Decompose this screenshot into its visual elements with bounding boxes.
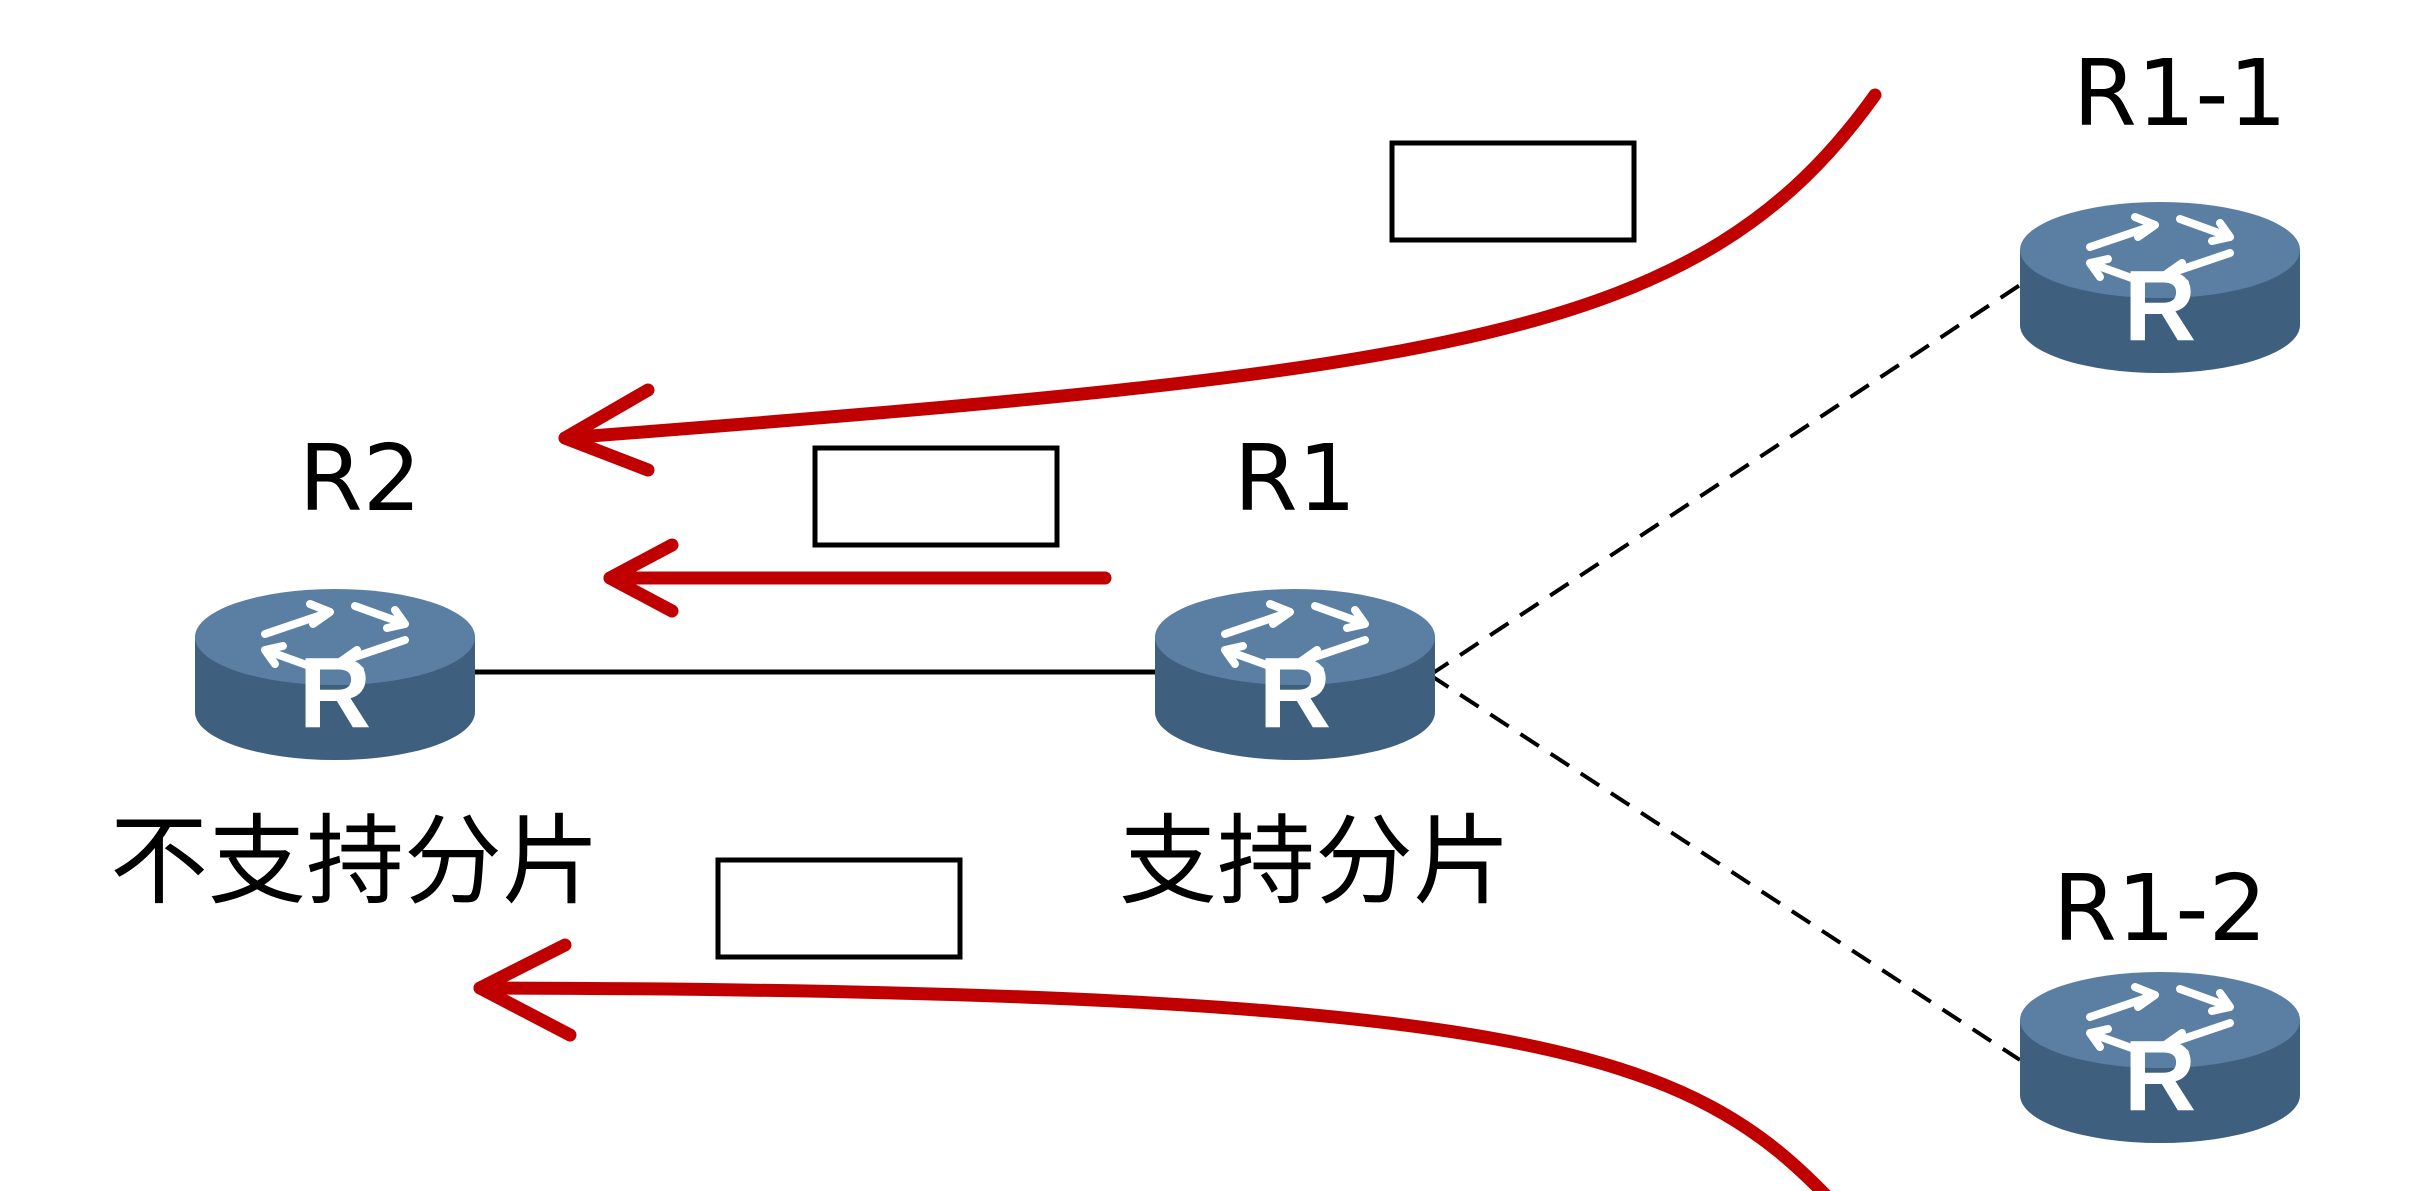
flow-label-box-bottom xyxy=(715,857,963,960)
r1-1-label: R1-1 xyxy=(2073,40,2287,147)
link-r1-r1-2 xyxy=(1428,673,2022,1062)
router-r2-icon xyxy=(195,589,475,760)
link-r1-r1-1 xyxy=(1428,283,2022,677)
router-r1-icon xyxy=(1155,589,1435,760)
r2-label: R2 xyxy=(299,425,421,532)
r1-label: R1 xyxy=(1234,425,1356,532)
r1-fragmentation-note: 支持分片 xyxy=(1119,805,1511,919)
r1-2-label: R1-2 xyxy=(2053,855,2267,962)
flow-arrow-bottom xyxy=(473,938,1831,1191)
r2-fragmentation-note: 不支持分片 xyxy=(110,805,600,919)
router-r1-2-icon xyxy=(2020,972,2300,1143)
flow-arrow-middle xyxy=(603,538,1112,618)
flow-arrow-top xyxy=(558,88,1882,477)
flow-label-box-middle xyxy=(812,445,1060,548)
flow-label-box-top xyxy=(1389,140,1637,243)
router-r1-1-icon xyxy=(2020,202,2300,373)
